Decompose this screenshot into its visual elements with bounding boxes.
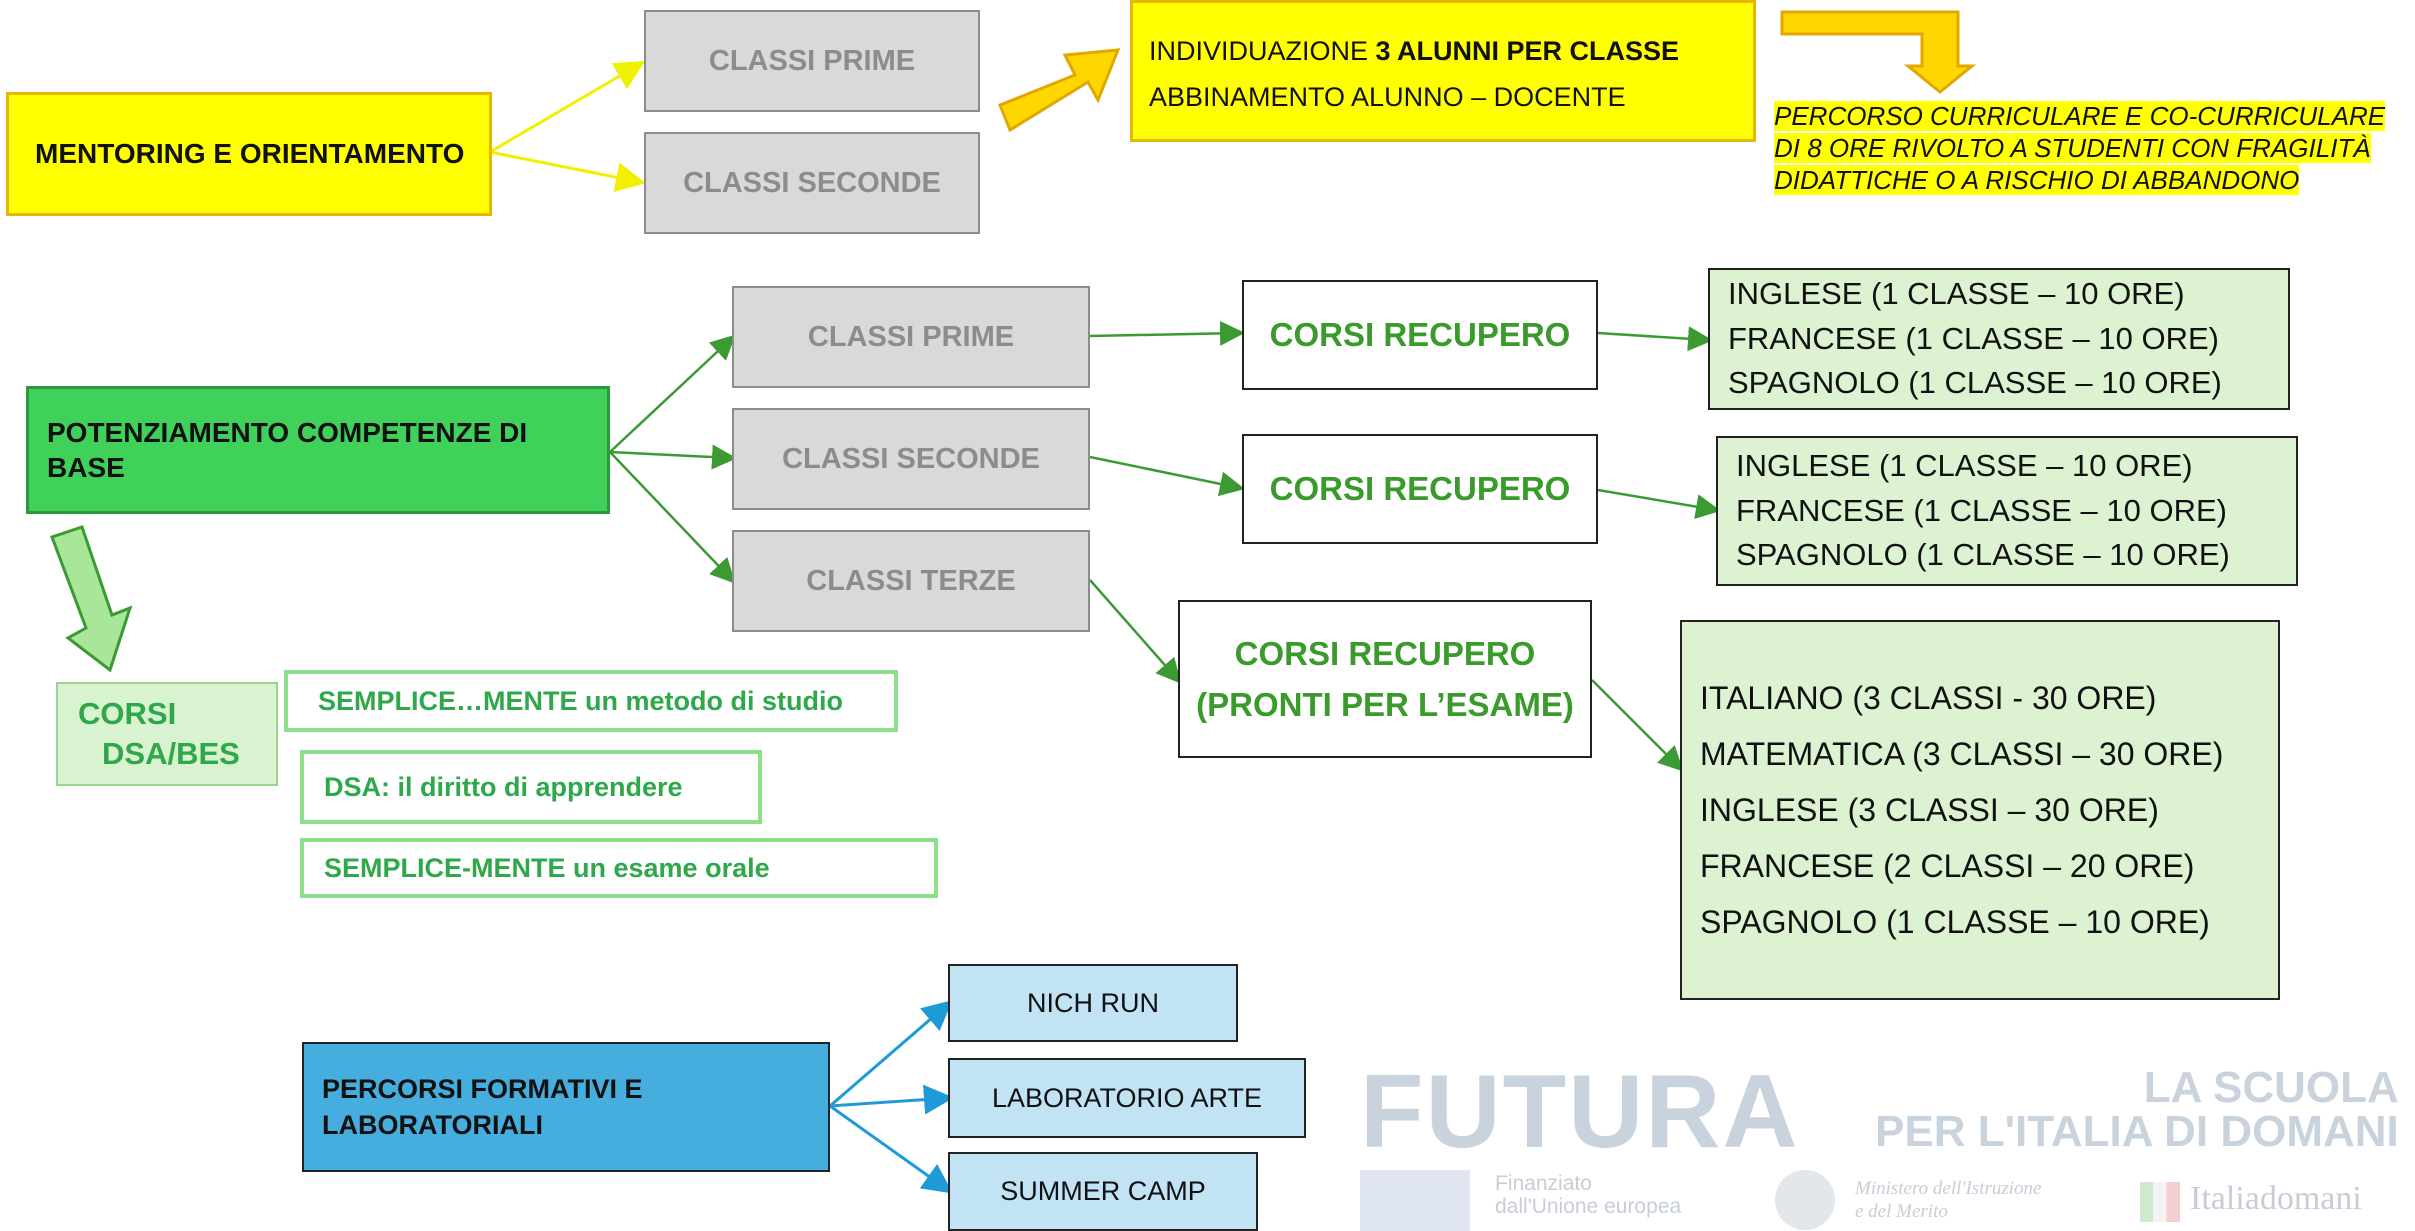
terze-courses-list: ITALIANO (3 CLASSI - 30 ORE) MATEMATICA …: [1680, 620, 2280, 1000]
potenziamento-title: POTENZIAMENTO COMPETENZE DI BASE: [47, 417, 528, 483]
mentoring-classi-seconde: CLASSI SECONDE: [644, 132, 980, 234]
prime-courses-list: INGLESE (1 CLASSE – 10 ORE) FRANCESE (1 …: [1708, 268, 2290, 410]
connector-percorsi-nich: [829, 1000, 953, 1108]
mentoring-box: MENTORING E ORIENTAMENTO: [6, 92, 492, 216]
dsa-course-esame-orale: SEMPLICE-MENTE un esame orale: [300, 838, 938, 898]
list-item: ITALIANO (3 CLASSI - 30 ORE): [1700, 680, 2157, 716]
list-item: SPAGNOLO (1 CLASSE – 10 ORE): [1728, 365, 2222, 401]
connector-percorsi-summer: [829, 1104, 953, 1194]
connector-pot-prime: [609, 334, 736, 453]
list-item: INGLESE (1 CLASSE – 10 ORE): [1728, 275, 2185, 311]
connector-esame-terze-list: [1591, 679, 1684, 772]
pot-classi-terze: CLASSI TERZE: [732, 530, 1090, 632]
connector-corsi-seconde-list: [1597, 488, 1721, 519]
pot-classi-seconde: CLASSI SECONDE: [732, 408, 1090, 510]
percorsi-summer-camp: SUMMER CAMP: [948, 1152, 1258, 1231]
logo-strip: FUTURA LA SCUOLA PER L'ITALIA DI DOMANI …: [1360, 1060, 2415, 1231]
connector-seconde-corsi: [1089, 455, 1245, 497]
list-item: INGLESE (3 CLASSI – 30 ORE): [1700, 792, 2159, 828]
individuazione-box: INDIVIDUAZIONE 3 ALUNNI PER CLASSE ABBIN…: [1130, 0, 1756, 142]
seconde-courses-list: INGLESE (1 CLASSE – 10 ORE) FRANCESE (1 …: [1716, 436, 2298, 586]
block-arrow-to-dsa: [50, 525, 133, 673]
eu-flag-icon: [1360, 1170, 1470, 1231]
connector-corsi-prime-list: [1597, 326, 1713, 352]
connector-mentoring-seconde: [489, 150, 646, 193]
individuazione-line: INDIVIDUAZIONE 3 ALUNNI PER CLASSE: [1149, 36, 1680, 66]
corsi-recupero-seconde: CORSI RECUPERO: [1242, 434, 1598, 544]
eu-text: Finanziato dall'Unione europea: [1495, 1172, 1682, 1219]
connector-prime-corsi: [1089, 320, 1245, 346]
mentoring-title: MENTORING E ORIENTAMENTO: [35, 138, 465, 169]
connector-mentoring-prime: [489, 60, 646, 154]
list-item: SPAGNOLO (1 CLASSE – 10 ORE): [1700, 904, 2210, 940]
mentoring-classi-prime: CLASSI PRIME: [644, 10, 980, 112]
connector-percorsi-arte: [829, 1084, 954, 1115]
percorsi-laboratorio-arte: LABORATORIO ARTE: [948, 1058, 1306, 1138]
connector-pot-terze: [609, 451, 736, 584]
abbinamento-line: ABBINAMENTO ALUNNO – DOCENTE: [1149, 81, 1626, 112]
list-item: INGLESE (1 CLASSE – 10 ORE): [1736, 447, 2193, 483]
italiadomani-text: Italiadomani: [2190, 1180, 2362, 1217]
list-item: FRANCESE (1 CLASSE – 10 ORE): [1736, 492, 2227, 528]
republic-emblem-icon: [1775, 1170, 1835, 1230]
pot-classi-prime: CLASSI PRIME: [732, 286, 1090, 388]
italiadomani-flag-icon: [2140, 1182, 2180, 1222]
corsi-recupero-esame: CORSI RECUPERO (PRONTI PER L’ESAME): [1178, 600, 1592, 758]
list-item: MATEMATICA (3 CLASSI – 30 ORE): [1700, 736, 2224, 772]
scuola-logo: LA SCUOLA PER L'ITALIA DI DOMANI: [1875, 1063, 2399, 1156]
connector-terze-esame: [1089, 579, 1182, 684]
list-item: FRANCESE (2 CLASSI – 20 ORE): [1700, 848, 2195, 884]
dsa-course-metodo: SEMPLICE…MENTE un metodo di studio: [284, 670, 898, 732]
block-arrow-to-individuazione: [998, 48, 1121, 133]
dsa-course-diritto: DSA: il diritto di apprendere: [300, 750, 762, 824]
elbow-arrow-to-percorso: [1780, 10, 1977, 94]
percorsi-box: PERCORSI FORMATIVI E LABORATORIALI: [302, 1042, 830, 1172]
futura-logo: FUTURA: [1360, 1054, 1800, 1170]
percorso-note: PERCORSO CURRICULARE E CO-CURRICULARE DI…: [1774, 101, 2386, 195]
percorsi-nich-run: NICH RUN: [948, 964, 1238, 1042]
connector-pot-seconde: [609, 444, 737, 470]
corsi-recupero-prime: CORSI RECUPERO: [1242, 280, 1598, 390]
list-item: FRANCESE (1 CLASSE – 10 ORE): [1728, 320, 2219, 356]
list-item: SPAGNOLO (1 CLASSE – 10 ORE): [1736, 537, 2230, 573]
ministero-text: Ministero dell'Istruzione e del Merito: [1855, 1178, 2042, 1222]
potenziamento-box: POTENZIAMENTO COMPETENZE DI BASE: [26, 386, 610, 514]
corsi-dsa-label: CORSI DSA/BES: [56, 682, 278, 786]
percorsi-title: PERCORSI FORMATIVI E LABORATORIALI: [322, 1073, 643, 1140]
